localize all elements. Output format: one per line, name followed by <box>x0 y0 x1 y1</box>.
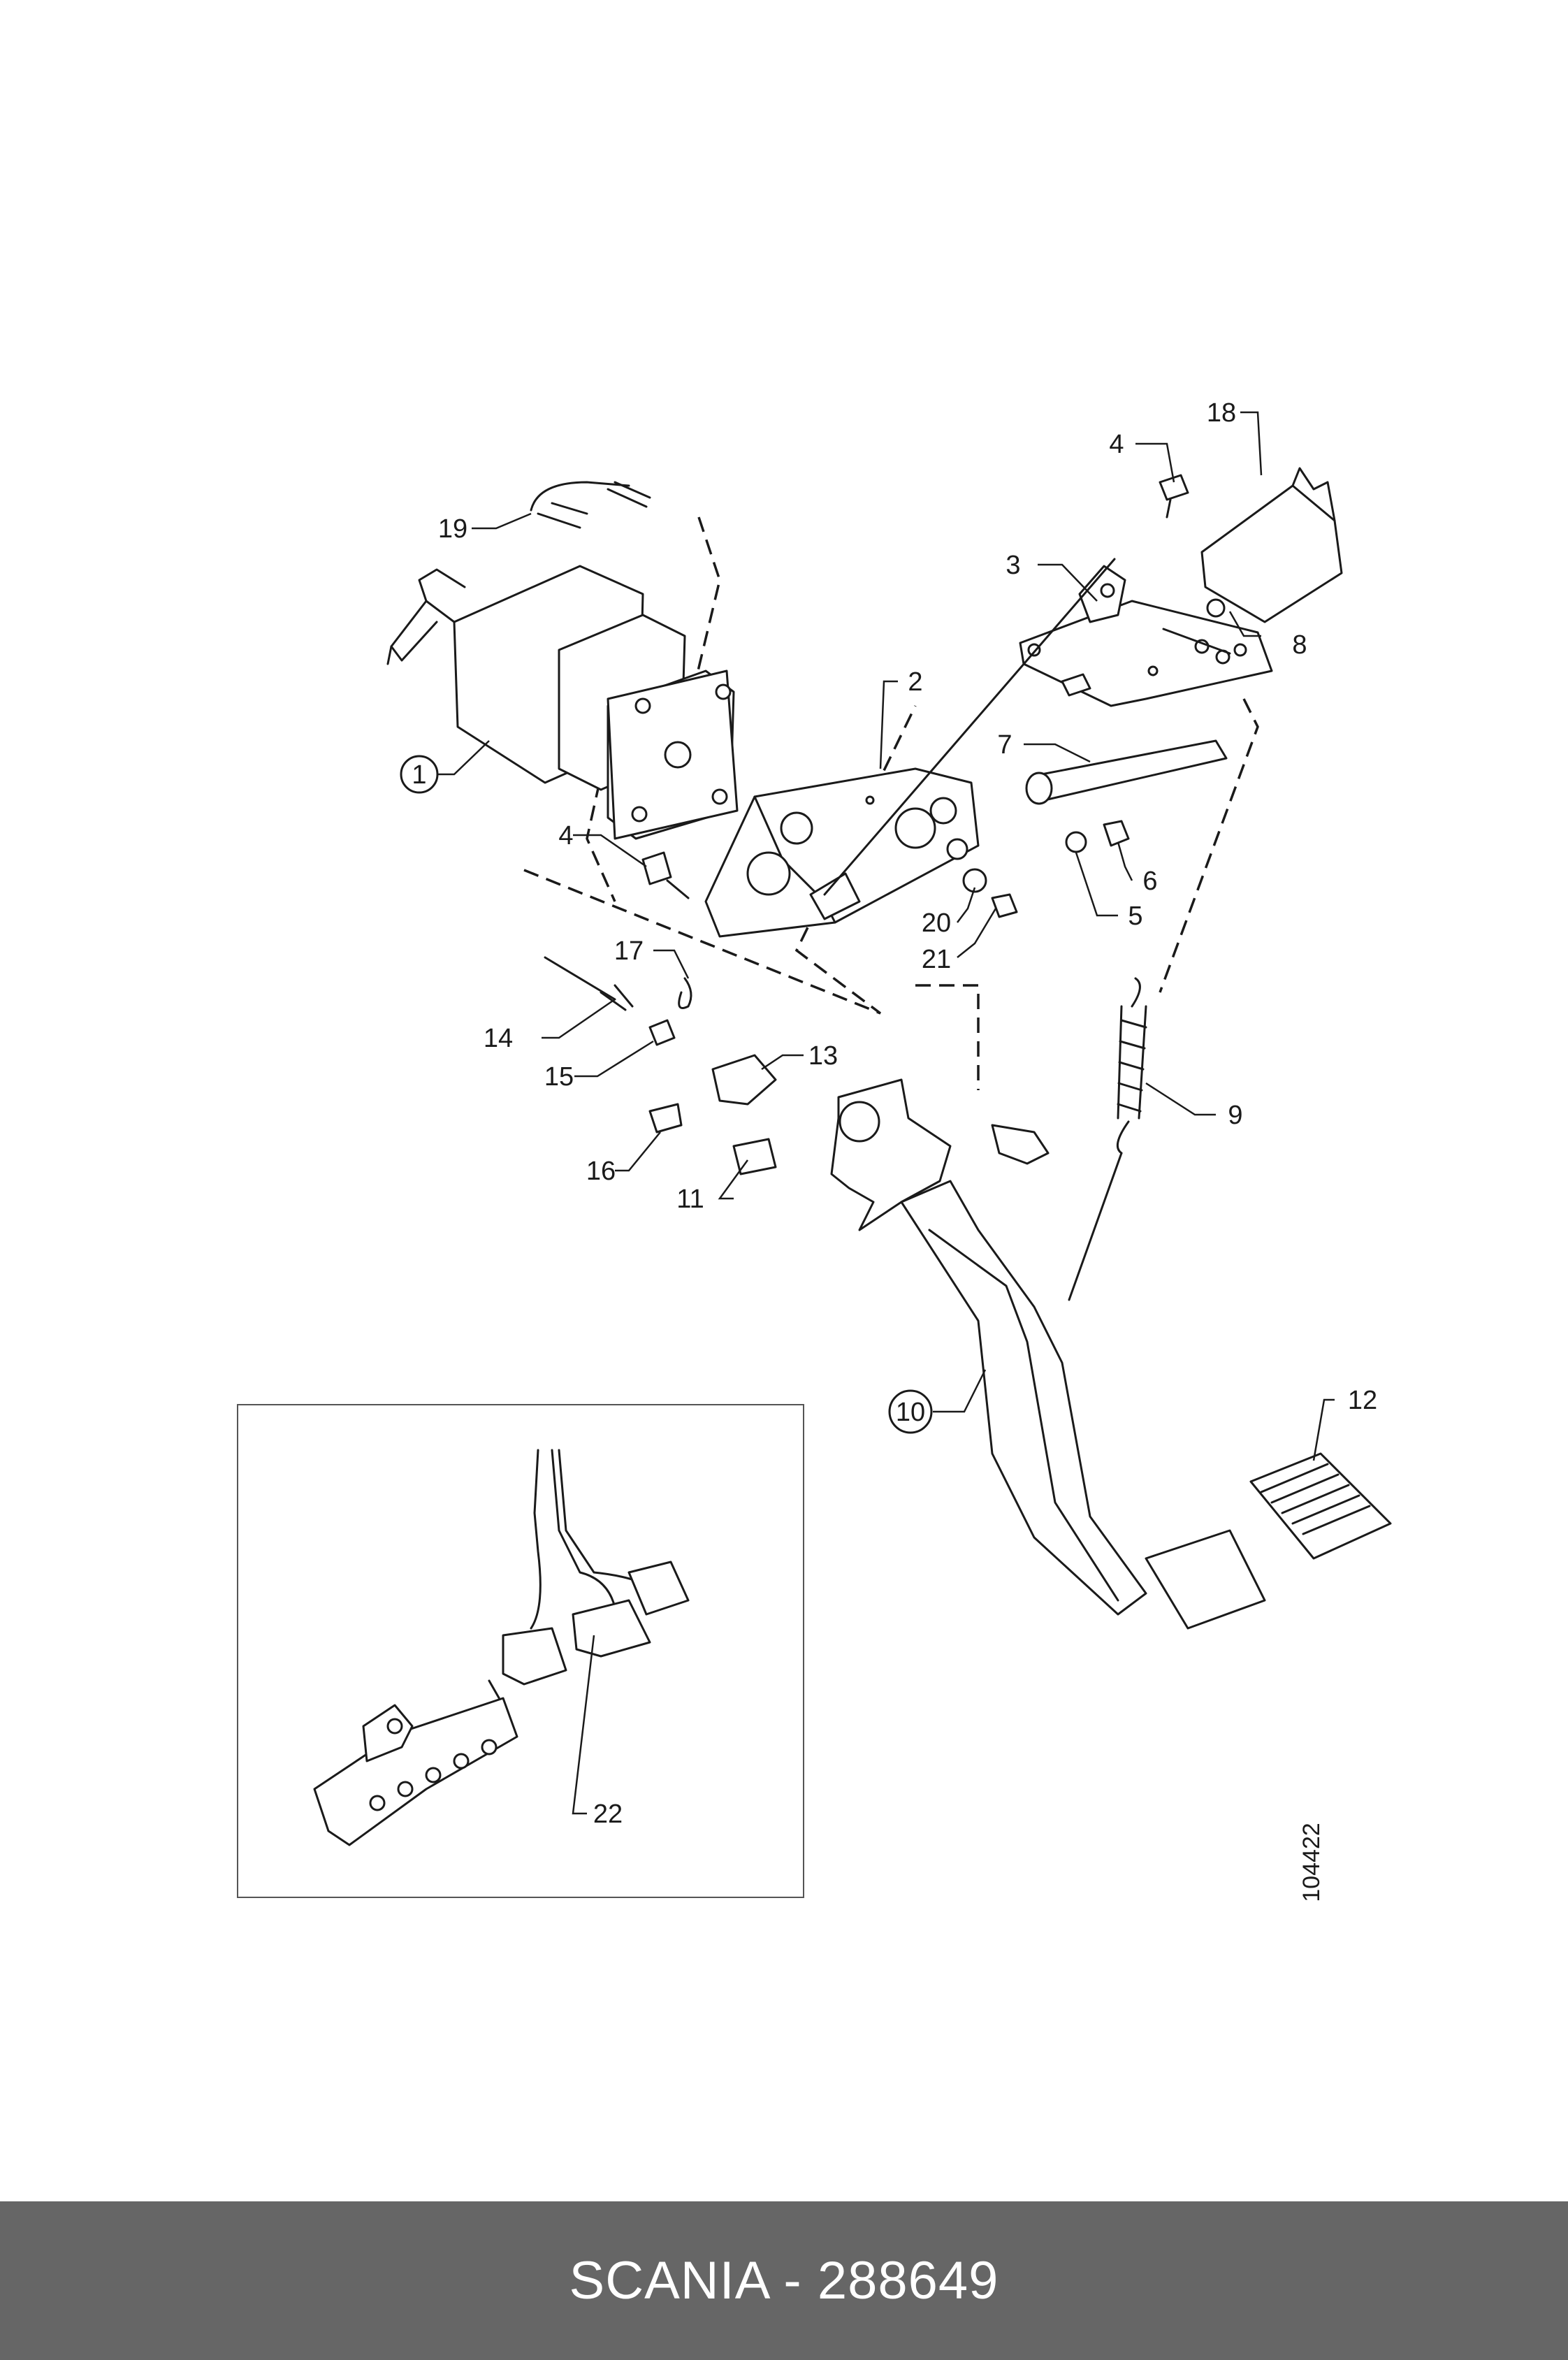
part-10-pedal-arm <box>830 1078 1147 1616</box>
callout-2: 2 <box>908 667 922 697</box>
callout-18: 18 <box>1207 398 1236 428</box>
parts-washers-nuts <box>962 820 1130 918</box>
callout-15: 15 <box>544 1062 574 1092</box>
callout-4-top: 4 <box>1109 430 1124 459</box>
callout-14: 14 <box>484 1024 513 1053</box>
callout-20: 20 <box>922 908 951 938</box>
callout-3: 3 <box>1006 551 1020 580</box>
part-7-pin <box>1025 739 1228 805</box>
part-9-return-spring <box>1068 977 1147 1301</box>
part-19-u-bolt <box>530 481 651 529</box>
callout-5: 5 <box>1128 902 1142 931</box>
callout-8: 8 <box>1292 630 1307 660</box>
callout-11: 11 <box>676 1185 704 1214</box>
callout-7: 7 <box>997 730 1012 760</box>
part-1-brake-valve <box>386 565 739 840</box>
callout-16: 16 <box>586 1157 616 1186</box>
part-2-bracket <box>704 767 980 938</box>
drawing-number: 104422 <box>1298 1823 1325 1902</box>
callout-19: 19 <box>438 514 467 544</box>
callout-9: 9 <box>1228 1101 1242 1130</box>
callout-4-lower: 4 <box>558 821 573 850</box>
exploded-parts-diagram: 1 2 3 4 4 5 6 7 8 9 10 11 12 13 14 15 16… <box>237 398 1392 1902</box>
leader-lines <box>437 411 1335 1815</box>
part-4-bolt-lower <box>641 851 690 899</box>
callout-17: 17 <box>614 936 644 966</box>
callout-labels: 1 2 3 4 4 5 6 7 8 9 10 11 12 13 14 15 16… <box>400 398 1377 1829</box>
callout-6: 6 <box>1142 867 1157 896</box>
callout-22: 22 <box>593 1800 623 1829</box>
parts-clevis-assembly <box>544 956 777 1175</box>
part-12-pedal-pad <box>1145 1452 1392 1630</box>
part-18-switch <box>1200 467 1343 623</box>
callout-13: 13 <box>808 1041 838 1071</box>
callout-12: 12 <box>1348 1386 1377 1415</box>
callout-1: 1 <box>412 760 426 790</box>
footer-banner: SCANIA - 288649 <box>0 2201 1568 2360</box>
inset-detail-part-22 <box>237 1404 804 1898</box>
callout-21: 21 <box>922 945 951 974</box>
part-3-switch-plate <box>823 558 1273 896</box>
callout-10: 10 <box>896 1398 925 1427</box>
footer-text: SCANIA - 288649 <box>569 2251 999 2310</box>
